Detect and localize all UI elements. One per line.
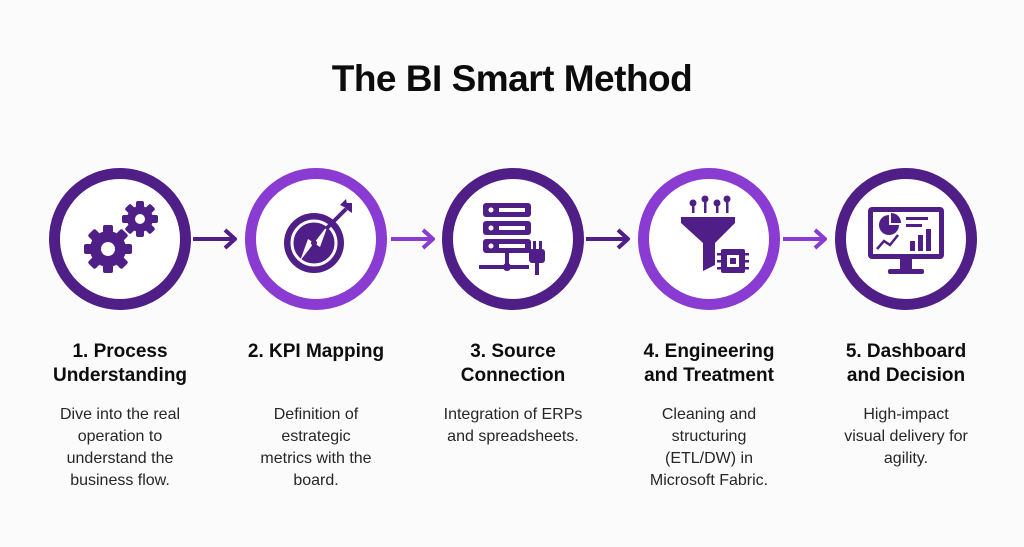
step-4-title: 4. Engineering and Treatment — [643, 341, 775, 386]
page-title: The BI Smart Method — [331, 58, 693, 99]
step-3-title: 3. Source Connection — [460, 341, 566, 386]
step-5-title: 5. Dashboard and Decision — [845, 341, 967, 386]
step-2-description: Definition of estrategic metrics with th… — [260, 406, 372, 489]
dashboard-monitor-icon — [868, 207, 944, 274]
step-1-description: Dive into the real operation to understa… — [59, 406, 181, 489]
arrow-right-icon — [783, 228, 827, 250]
step-2-title: 2. KPI Mapping — [247, 341, 385, 362]
compass-target-icon — [284, 199, 352, 273]
arrow-right-icon — [193, 228, 237, 250]
step-2-circle — [245, 168, 387, 310]
funnel-chip-icon — [681, 195, 749, 273]
step-1-title: 1. Process Understanding — [52, 341, 188, 386]
step-5-description: High-impact visual delivery for agility. — [844, 406, 968, 467]
arrow-right-icon — [586, 228, 630, 250]
step-5-circle — [835, 168, 977, 310]
step-3-description: Integration of ERPs and spreadsheets. — [443, 406, 583, 445]
step-1-circle — [49, 168, 191, 310]
arrow-right-icon — [391, 228, 435, 250]
step-4-circle — [638, 168, 780, 310]
step-3-circle — [442, 168, 584, 310]
gears-icon — [84, 201, 158, 273]
step-4-description: Cleaning and structuring (ETL/DW) in Mic… — [649, 406, 769, 489]
server-plug-icon — [479, 203, 545, 275]
